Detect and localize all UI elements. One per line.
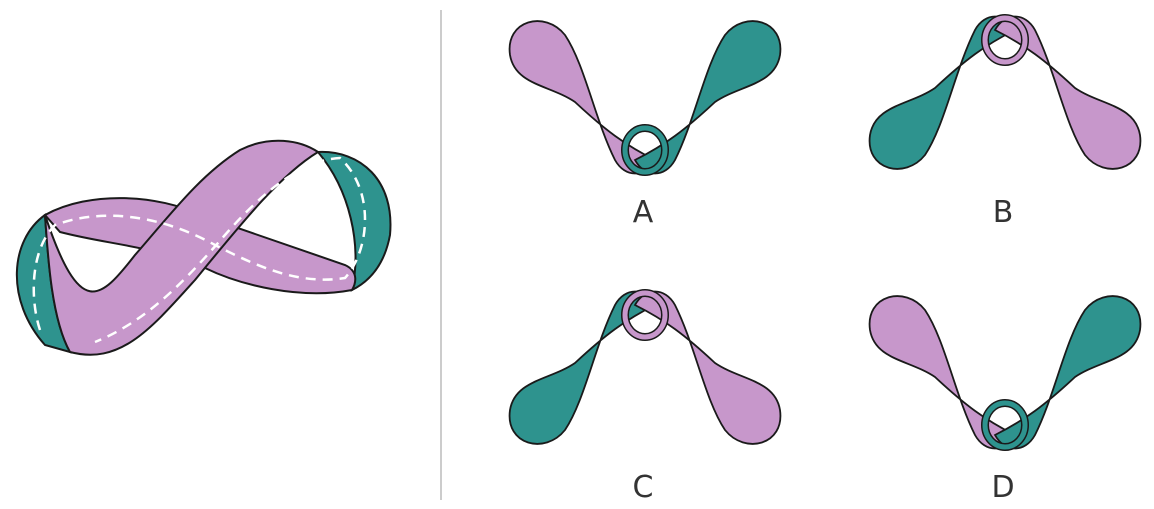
right-loop — [633, 20, 782, 175]
left-loop — [868, 15, 1017, 170]
option-a-label: A — [633, 195, 654, 230]
crossing-ring — [622, 290, 668, 340]
strip-centerline — [32, 156, 367, 344]
left-loop — [868, 295, 1017, 450]
crossing-ring — [982, 400, 1028, 450]
option-b-figure — [868, 14, 1142, 170]
mobius-strip-figure — [15, 139, 392, 356]
option-d-figure — [868, 295, 1142, 451]
option-d-label: D — [991, 470, 1014, 505]
strip-diagonal-band — [44, 139, 320, 356]
left-loop — [508, 20, 657, 175]
option-a-figure — [508, 20, 782, 176]
left-loop — [508, 290, 657, 445]
option-c-label: C — [633, 470, 654, 505]
option-c-figure — [508, 289, 782, 445]
right-loop — [993, 15, 1142, 170]
options-grid: A B C D — [508, 14, 1142, 505]
right-loop — [633, 290, 782, 445]
strip-right-end-back-face — [315, 150, 392, 292]
crossing-ring — [622, 125, 668, 175]
option-b-label: B — [993, 195, 1014, 230]
right-loop — [993, 295, 1142, 450]
crossing-ring — [982, 15, 1028, 65]
